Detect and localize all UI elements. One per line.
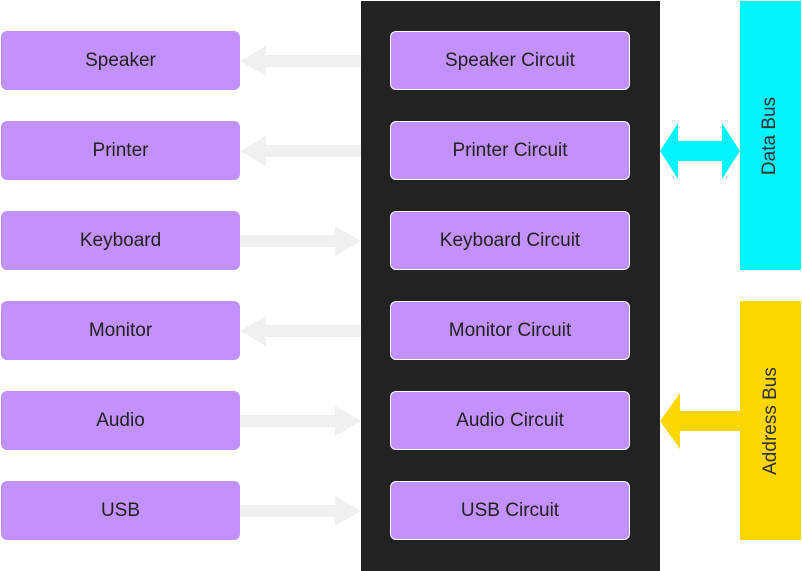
device-label: Audio [96, 409, 145, 431]
device-label: USB [100, 499, 141, 521]
circuit-box-audio: Audio Circuit [390, 391, 630, 450]
device-label: Monitor [88, 319, 153, 341]
circuit-label: Monitor Circuit [448, 319, 572, 341]
device-box-speaker: Speaker [1, 31, 240, 90]
data-bus-arrow [660, 123, 740, 179]
device-box-usb: USB [1, 481, 240, 540]
interface-panel [361, 1, 660, 571]
address-bus-arrow [660, 393, 740, 449]
device-label: Keyboard [79, 229, 162, 251]
connector-arrow-keyboard [240, 226, 361, 256]
device-box-printer: Printer [1, 121, 240, 180]
circuit-box-printer: Printer Circuit [390, 121, 630, 180]
connector-arrow-usb [240, 496, 361, 526]
connector-arrow-audio [240, 406, 361, 436]
circuit-label: Speaker Circuit [445, 49, 575, 71]
circuit-label: Keyboard Circuit [439, 229, 581, 251]
circuit-label: USB Circuit [460, 499, 560, 521]
connector-arrow-speaker [240, 46, 361, 76]
circuit-box-speaker: Speaker Circuit [390, 31, 630, 90]
connector-arrow-printer [240, 136, 361, 166]
device-label: Speaker [85, 49, 156, 71]
device-box-audio: Audio [1, 391, 240, 450]
connector-arrow-monitor [240, 316, 361, 346]
device-label: Printer [92, 139, 149, 161]
device-box-monitor: Monitor [1, 301, 240, 360]
circuit-box-monitor: Monitor Circuit [390, 301, 630, 360]
data-bus: Data Bus [740, 1, 801, 270]
device-box-keyboard: Keyboard [1, 211, 240, 270]
circuit-box-usb: USB Circuit [390, 481, 630, 540]
circuit-label: Audio Circuit [456, 409, 564, 431]
circuit-box-keyboard: Keyboard Circuit [390, 211, 630, 270]
circuit-label: Printer Circuit [452, 139, 568, 161]
address-bus: Address Bus [740, 301, 801, 540]
